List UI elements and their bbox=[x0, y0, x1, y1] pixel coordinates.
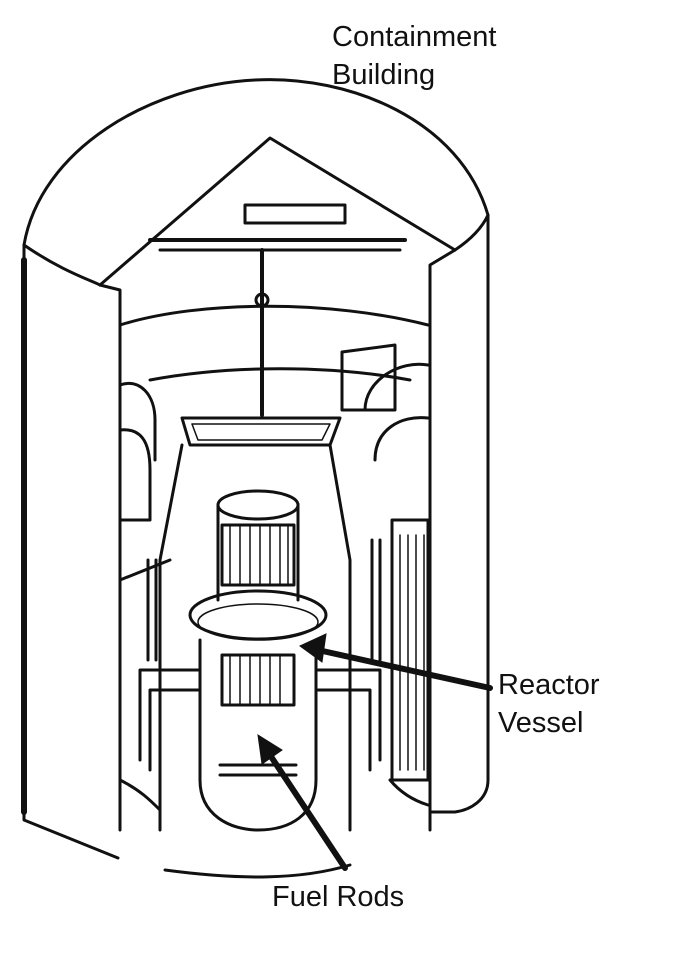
containment-dome-inner-edge bbox=[22, 243, 102, 287]
lower-right-chamber bbox=[388, 778, 430, 807]
reactor-vessel-pointer-head bbox=[299, 633, 327, 663]
containment-label-line1: Containment bbox=[332, 21, 497, 53]
right-sg-tubes bbox=[399, 534, 425, 771]
right-steam-generator-shell bbox=[390, 518, 430, 782]
vessel-flange-inner bbox=[197, 603, 319, 641]
control-rod-drives-lines bbox=[229, 524, 289, 586]
containment-inner-arch bbox=[98, 136, 457, 287]
right-steam-generator-top bbox=[363, 362, 430, 412]
right-structure-block bbox=[340, 343, 397, 412]
containment-building-label: Containment Building bbox=[332, 18, 496, 94]
reactor-vessel-body bbox=[198, 638, 318, 832]
lower-left-chamber bbox=[118, 558, 172, 812]
containment-wall-right-inner bbox=[428, 248, 457, 832]
reactor-label-line2: Vessel bbox=[498, 707, 584, 739]
reactor-head-top bbox=[216, 489, 300, 521]
vessel-flange bbox=[188, 589, 328, 641]
left-steam-generator-body bbox=[118, 428, 152, 522]
refueling-pool bbox=[180, 416, 342, 447]
control-rod-drives bbox=[220, 523, 296, 587]
pipe-vertical-left bbox=[146, 558, 158, 662]
fuel-rods-pointer-line bbox=[265, 749, 348, 871]
containment-wall-left-outer bbox=[22, 243, 120, 860]
core-barrel bbox=[220, 653, 296, 707]
cavity-wall-right bbox=[328, 443, 352, 832]
fuel-rods-label: Fuel Rods bbox=[272, 881, 405, 913]
cavity-wall-left bbox=[158, 443, 184, 832]
coolant-pipe-right bbox=[314, 668, 382, 772]
cavity-floor bbox=[163, 863, 352, 879]
crane-trolley bbox=[243, 203, 347, 225]
containment-dome-inner-edge-right bbox=[453, 213, 490, 252]
reactor-label-line1: Reactor bbox=[498, 669, 600, 701]
containment-dome-outer bbox=[22, 78, 490, 814]
fuel-rods-pointer-head bbox=[257, 734, 283, 765]
refueling-pool-inner bbox=[191, 423, 331, 441]
core-barrel-lines bbox=[229, 654, 281, 706]
pipe-vertical-right bbox=[370, 538, 382, 662]
coolant-pipe-left bbox=[138, 668, 202, 772]
right-steam-generator-body bbox=[373, 416, 430, 462]
operating-floor-arc bbox=[118, 304, 430, 327]
reactor-vessel-label: Reactor Vessel bbox=[498, 666, 600, 742]
operating-floor-arc-2 bbox=[148, 367, 412, 382]
reactor-vessel-pointer-line bbox=[315, 647, 493, 691]
left-steam-generator-top bbox=[118, 382, 157, 462]
reactor-head-cylinder bbox=[216, 503, 300, 602]
containment-wall-left-inner bbox=[98, 283, 122, 832]
containment-label-line2: Building bbox=[332, 59, 436, 91]
